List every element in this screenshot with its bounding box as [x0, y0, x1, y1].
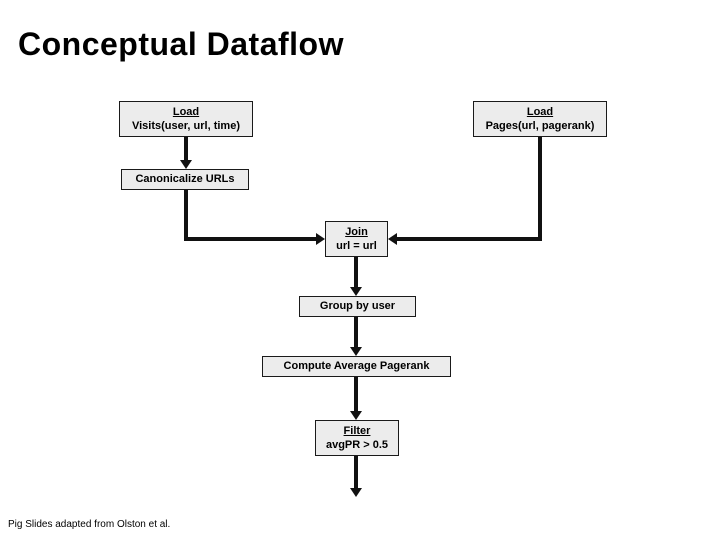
- node-load-pages: Load Pages(url, pagerank): [473, 101, 607, 137]
- node-load-visits-op: Load: [172, 105, 200, 118]
- edge-load-visits-to-canonicalize-arrowhead-icon: [180, 160, 192, 169]
- node-join: Join url = url: [325, 221, 388, 257]
- node-join-detail: url = url: [336, 240, 377, 252]
- edge-load-visits-to-canonicalize-line: [184, 137, 188, 160]
- node-group-by-user: Group by user: [299, 296, 416, 317]
- node-compute-average-pagerank: Compute Average Pagerank: [262, 356, 451, 377]
- node-load-visits-detail: Visits(user, url, time): [131, 120, 240, 132]
- slide-footer-credit: Pig Slides adapted from Olston et al.: [8, 519, 171, 530]
- node-filter-detail: avgPR > 0.5: [325, 439, 389, 451]
- edge-filter-to-output-line: [354, 456, 358, 488]
- edge-canonicalize-to-join-hline: [184, 237, 316, 241]
- edge-compute-to-filter-line: [354, 377, 358, 411]
- edge-compute-to-filter-arrowhead-icon: [350, 411, 362, 420]
- node-join-op: Join: [345, 225, 368, 238]
- node-load-visits: Load Visits(user, url, time): [119, 101, 253, 137]
- node-canonicalize-urls-op: Canonicalize URLs: [135, 173, 235, 186]
- node-canonicalize-urls: Canonicalize URLs: [121, 169, 249, 190]
- edge-load-pages-to-join-vline: [538, 137, 542, 241]
- edge-group-to-compute-line: [354, 317, 358, 347]
- node-filter: Filter avgPR > 0.5: [315, 420, 399, 456]
- edge-load-pages-to-join-arrowhead-icon: [388, 233, 397, 245]
- edge-load-pages-to-join-hline: [397, 237, 542, 241]
- edge-join-to-group-line: [354, 257, 358, 287]
- edge-canonicalize-to-join-vline: [184, 190, 188, 241]
- node-load-pages-op: Load: [526, 105, 554, 118]
- node-group-by-user-op: Group by user: [319, 300, 396, 313]
- slide-title: Conceptual Dataflow: [18, 26, 344, 62]
- node-load-pages-detail: Pages(url, pagerank): [485, 120, 595, 132]
- node-compute-average-pagerank-op: Compute Average Pagerank: [283, 360, 430, 373]
- edge-filter-to-output-arrowhead-icon: [350, 488, 362, 497]
- edge-canonicalize-to-join-arrowhead-icon: [316, 233, 325, 245]
- node-filter-op: Filter: [343, 424, 371, 437]
- edge-group-to-compute-arrowhead-icon: [350, 347, 362, 356]
- edge-join-to-group-arrowhead-icon: [350, 287, 362, 296]
